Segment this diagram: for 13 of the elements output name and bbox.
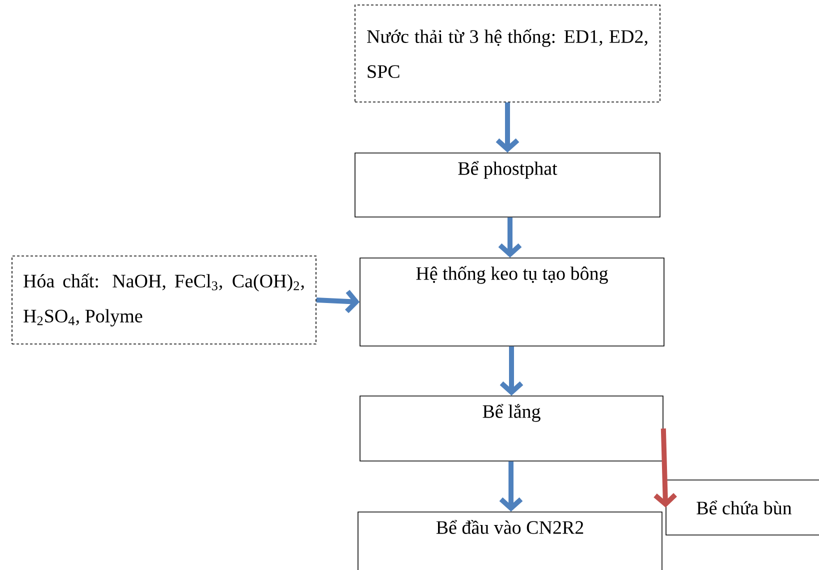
arrow [499,461,523,512]
dashed-box: Nước thải từ 3 hệ thống: ED1, ED2, SPC [354,4,660,102]
process-box: Bể lắng [360,396,664,462]
arrow [316,290,360,314]
process-box: Bể đầu vào CN2R2 [358,512,662,570]
process-box: Bể phostphat [354,152,660,218]
arrow [498,217,522,258]
arrow [500,346,524,396]
dashed-box: Hóa chất: NaOH, FeCl$_{3}$, Ca(OH)$_{2}$, H$_{2}$SO$_{4}$, Polyme [12,256,316,344]
arrow [654,428,677,508]
process-box: Bể chứa bùn [666,480,819,536]
arrow [496,102,520,153]
process-box: Hệ thống keo tụ tạo bông [360,258,664,346]
